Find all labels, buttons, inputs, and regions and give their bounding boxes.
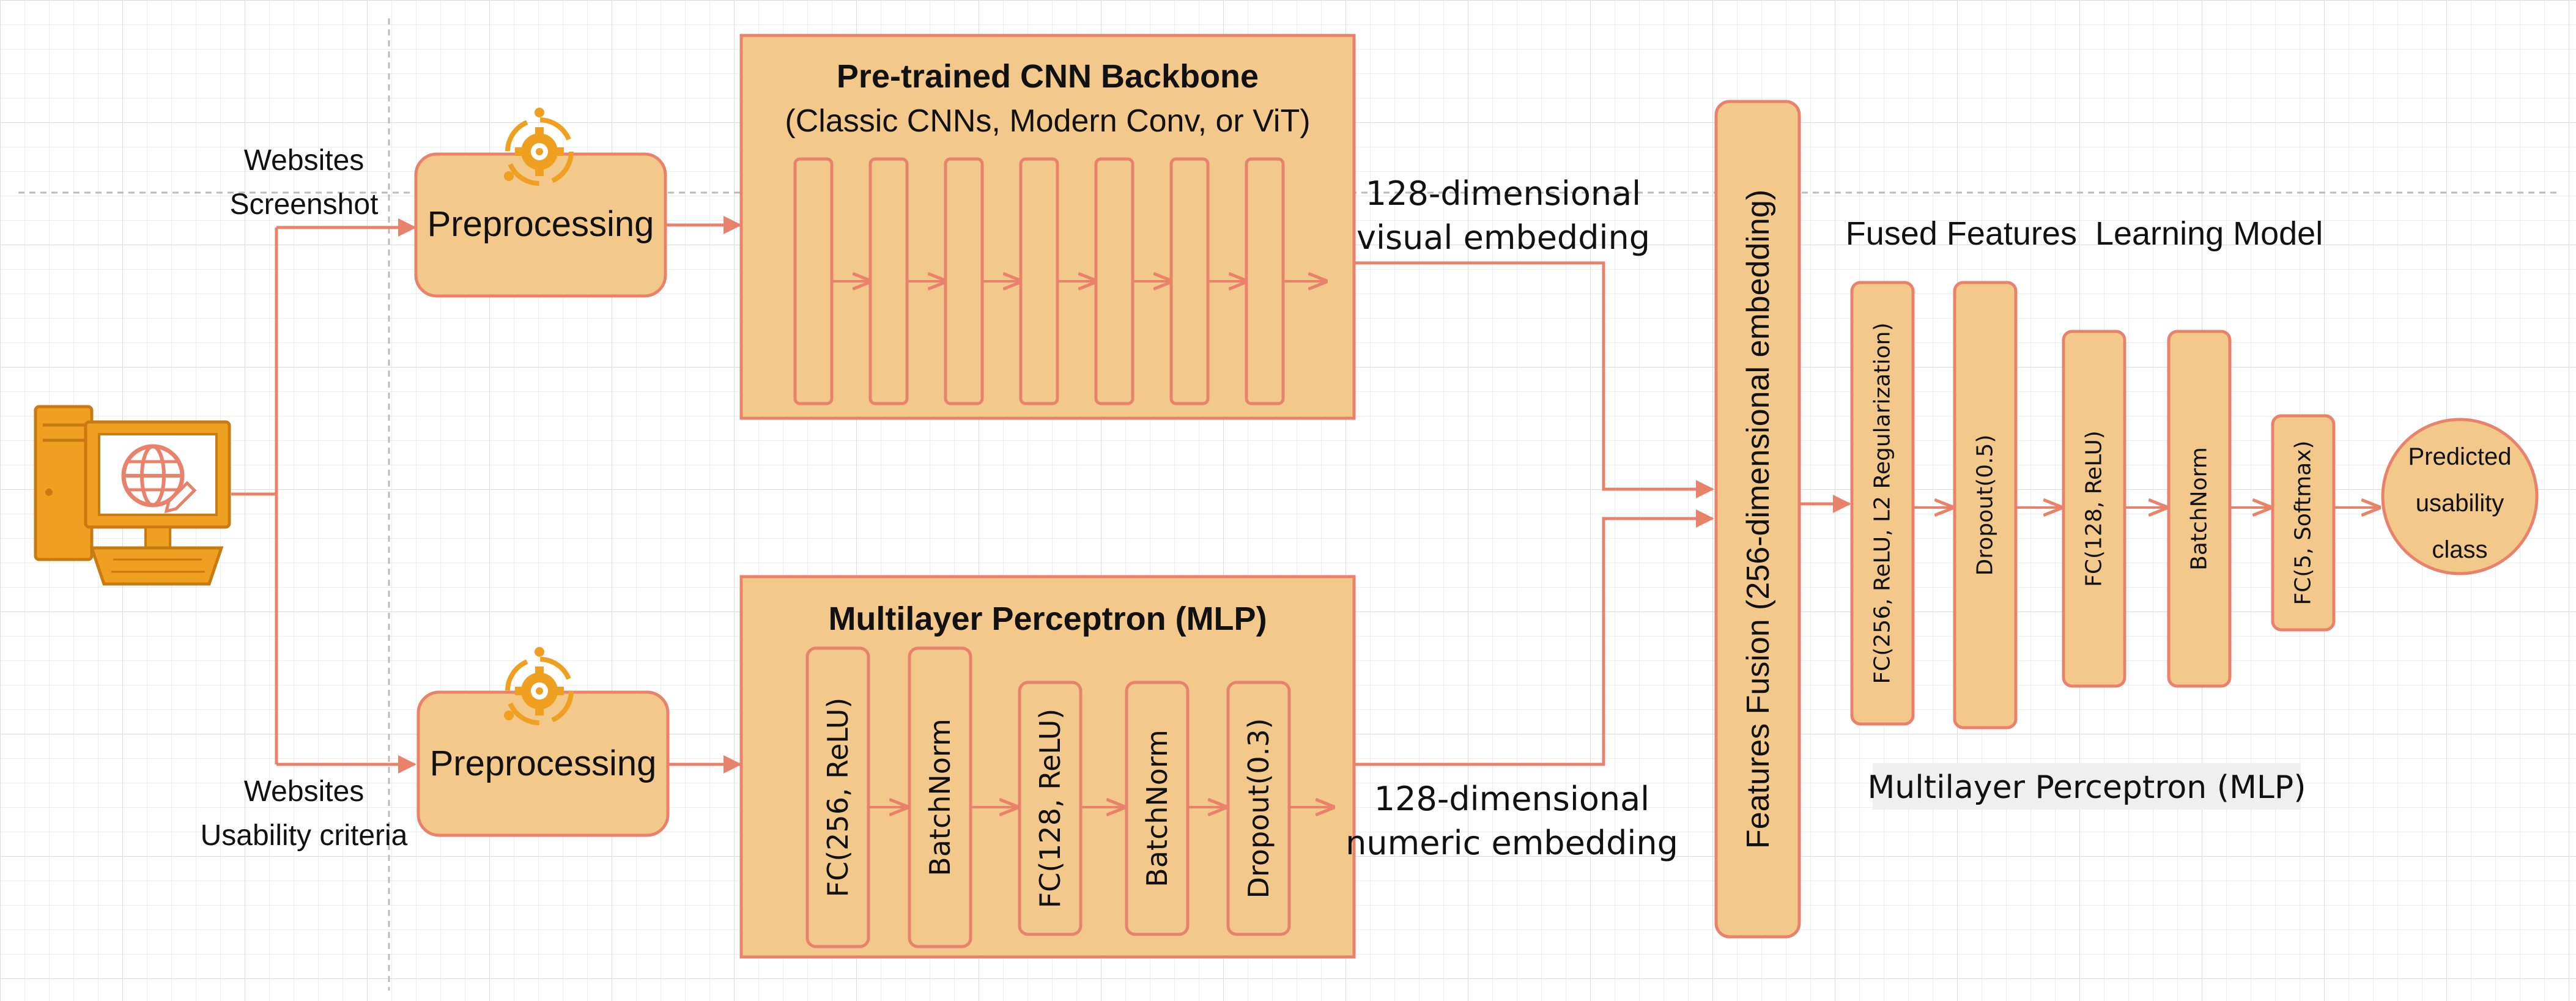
- mlp-caption: Multilayer Perceptron (MLP): [1867, 769, 2306, 806]
- fused-layer-box: [2271, 414, 2336, 632]
- cnn-subtitle: (Classic CNNs, Modern Conv, or ViT): [785, 103, 1310, 139]
- mlp-layer-label: BatchNorm: [923, 718, 957, 876]
- cnn-layer-block: [1019, 157, 1059, 405]
- fused-layer-box: [1953, 281, 2018, 730]
- fused-layers: FC(256, ReLU, L2 Regularization) Dropout(…: [1850, 281, 2379, 730]
- mlp-numeric: Multilayer Perceptron (MLP) FC(256, ReLU…: [739, 575, 1356, 959]
- mlp-layer-label: FC(128, ReLU): [1034, 709, 1067, 909]
- cnn-layer-block: [1094, 157, 1134, 405]
- mlp-caption-bg: [1873, 763, 2301, 810]
- fused-layer-box: [1850, 281, 1915, 726]
- cnn-title: Pre-trained CNN Backbone: [837, 58, 1259, 95]
- mlp-layer-box: [908, 646, 972, 948]
- mlp-layer-label: BatchNorm: [1141, 730, 1174, 887]
- embedding-connectors: [1355, 261, 1714, 766]
- fused-layer-label: FC(128, ReLU): [2082, 430, 2107, 587]
- preprocessing-bottom: Preprocessing: [416, 690, 670, 837]
- preprocessing-top: Preprocessing: [414, 152, 667, 298]
- mlp-layer-box: [805, 646, 870, 948]
- cnn-layer-block: [944, 157, 984, 405]
- preprocessing-bottom-label: Preprocessing: [430, 744, 657, 783]
- computer-globe-icon: [34, 405, 231, 586]
- mlp-layer-label: FC(256, ReLU): [821, 698, 854, 898]
- preprocessing-top-label: Preprocessing: [427, 204, 654, 244]
- fused-layer-label: FC(5, Softmax): [2291, 440, 2316, 605]
- fused-model-title: Fused Features Learning Model: [1846, 215, 2323, 252]
- mlp-title: Multilayer Perceptron (MLP): [828, 600, 1267, 637]
- fused-layer-label: BatchNorm: [2187, 447, 2212, 571]
- fused-layer-label: Dropout(0.5): [1973, 435, 1998, 576]
- cnn-layer-block: [1245, 157, 1285, 405]
- cnn-layer-block: [793, 157, 834, 405]
- input-connectors: [231, 218, 416, 774]
- fusion-label: Features Fusion (256-dimensional embeddi…: [1741, 190, 1776, 849]
- cnn-layer-block: [868, 157, 909, 405]
- cnn-backbone: Pre-trained CNN Backbone (Classic CNNs, …: [739, 34, 1356, 420]
- mlp-layer-label: Dropout(0.3): [1242, 718, 1275, 898]
- cnn-layer-block: [1169, 157, 1210, 405]
- mlp-layers: FC(256, ReLU) BatchNorm FC(128, ReLU) Batch…: [805, 646, 1333, 948]
- cnn-layers: [793, 157, 1326, 405]
- features-fusion: Features Fusion (256-dimensional embeddi…: [1714, 100, 1801, 939]
- fused-layer-label: FC(256, ReLU, L2 Regularization): [1870, 323, 1895, 684]
